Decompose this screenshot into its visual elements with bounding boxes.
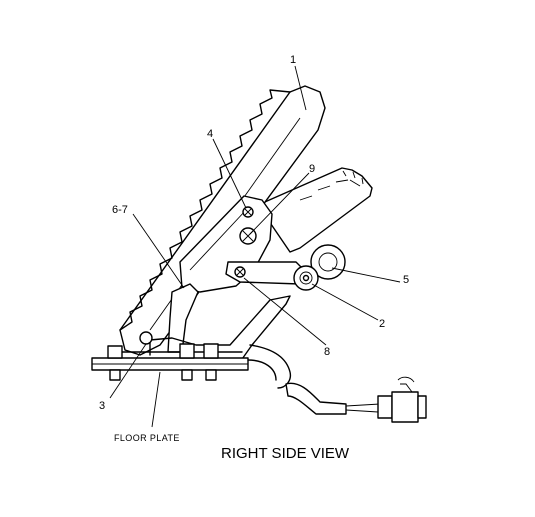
callout-3: 3: [99, 400, 105, 412]
wiring-harness: [247, 344, 427, 423]
floor-plate: [91, 357, 249, 371]
roller-assembly: [293, 244, 346, 291]
callout-2: 2: [379, 318, 385, 330]
callout-9: 9: [309, 163, 315, 175]
fasteners: [107, 331, 219, 381]
leader-lines: [109, 65, 401, 428]
callout-6-7: 6-7: [112, 204, 128, 216]
view-caption: RIGHT SIDE VIEW: [221, 445, 350, 462]
secondary-pedal: [257, 167, 373, 253]
callout-5: 5: [403, 274, 409, 286]
floor-plate-label: FLOOR PLATE: [114, 433, 180, 443]
callout-4: 4: [207, 128, 213, 140]
callout-8: 8: [324, 346, 330, 358]
spring-rod: [167, 283, 199, 353]
callout-1: 1: [290, 54, 296, 66]
